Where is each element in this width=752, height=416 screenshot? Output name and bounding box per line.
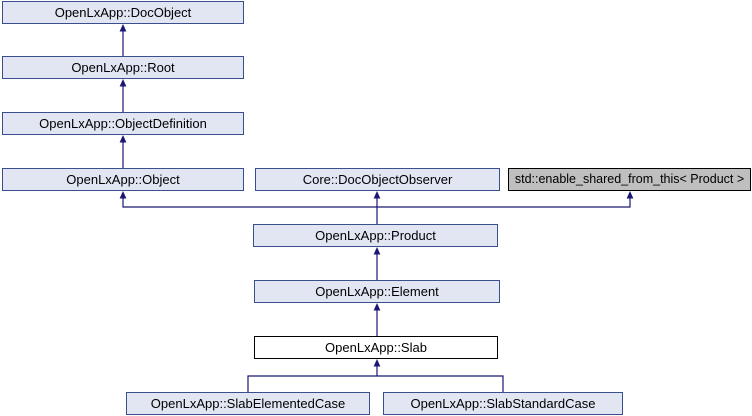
edge-element-to-product: [373, 247, 381, 280]
class-node-openlxapp-object[interactable]: OpenLxApp::Object: [2, 168, 244, 191]
class-node-openlxapp-slabelementedcase[interactable]: OpenLxApp::SlabElementedCase: [126, 392, 370, 415]
edge-product-to-enable-shared-from-this: [377, 191, 634, 208]
edge-subclasses-to-slab: [247, 359, 504, 392]
class-node-openlxapp-slabstandardcase[interactable]: OpenLxApp::SlabStandardCase: [383, 392, 623, 415]
class-node-openlxapp-slab-current: OpenLxApp::Slab: [254, 336, 498, 359]
class-node-openlxapp-root[interactable]: OpenLxApp::Root: [2, 56, 244, 79]
class-node-openlxapp-product[interactable]: OpenLxApp::Product: [253, 224, 498, 247]
class-node-openlxapp-element[interactable]: OpenLxApp::Element: [254, 280, 500, 303]
edge-root-to-docobject: [119, 24, 127, 56]
edge-product-to-object: [119, 191, 378, 224]
class-node-openlxapp-objectdefinition[interactable]: OpenLxApp::ObjectDefinition: [2, 112, 244, 135]
edge-object-to-objectdefinition: [119, 135, 127, 168]
edge-product-to-docobjectobserver: [373, 191, 381, 207]
class-node-core-docobjectobserver[interactable]: Core::DocObjectObserver: [255, 168, 500, 191]
class-node-openlxapp-docobject[interactable]: OpenLxApp::DocObject: [2, 1, 244, 24]
edge-slab-to-element: [373, 303, 381, 336]
edge-objectdefinition-to-root: [119, 79, 127, 112]
class-node-std-enable-shared-from-this: std::enable_shared_from_this< Product >: [508, 168, 751, 191]
